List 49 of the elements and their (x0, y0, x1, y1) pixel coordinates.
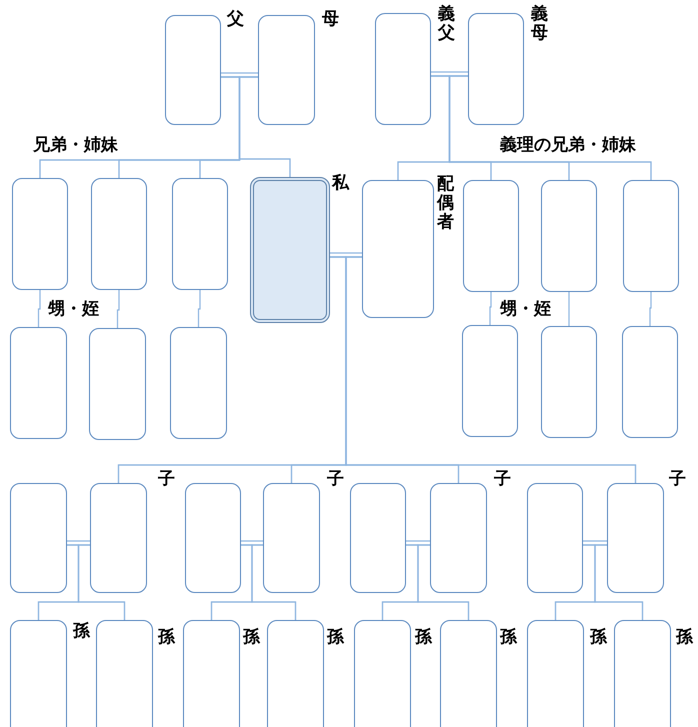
person-box (463, 180, 519, 292)
relation-label: 配偶者 (437, 175, 456, 232)
relation-label: 孫 (676, 628, 693, 647)
person-box (541, 180, 597, 292)
person-box (172, 178, 228, 290)
group-label: 甥・姪 (500, 298, 551, 320)
group-label: 甥・姪 (48, 298, 99, 320)
relation-label: 私 (332, 174, 349, 193)
relation-label: 孫 (415, 628, 432, 647)
relation-label: 父 (227, 10, 244, 29)
relation-label: 子 (158, 470, 175, 489)
relation-label: 孫 (590, 628, 607, 647)
relation-label: 義父 (438, 5, 456, 43)
person-box (12, 178, 68, 290)
relation-label: 孫 (73, 622, 90, 641)
person-box (91, 178, 147, 290)
person-box (527, 483, 583, 593)
connector-line (489, 292, 492, 325)
group-label: 兄弟・姉妹 (33, 134, 118, 156)
connector-line (251, 544, 296, 620)
connector-line (38, 290, 41, 327)
relation-label: 孫 (500, 628, 517, 647)
person-box (10, 483, 67, 593)
person-box (623, 180, 679, 292)
connector-line (417, 544, 470, 620)
relation-label: 母 (322, 10, 339, 29)
connector-line (78, 544, 126, 620)
group-label: 義理の兄弟・姉妹 (500, 134, 636, 156)
connector-line (198, 290, 201, 327)
connector-line (238, 76, 291, 177)
person-box (170, 327, 227, 439)
person-box (541, 326, 597, 438)
person-box (185, 483, 241, 593)
relation-label: 孫 (327, 628, 344, 647)
person-box (622, 326, 678, 438)
relation-label: 孫 (243, 628, 260, 647)
relation-label: 子 (327, 470, 344, 489)
connector-line (116, 290, 120, 328)
person-box (462, 325, 518, 437)
person-box (10, 327, 67, 439)
relation-label: 義母 (531, 5, 549, 43)
connector-line (568, 292, 570, 326)
relation-label: 子 (669, 470, 686, 489)
person-box (89, 328, 146, 440)
connector-line (594, 544, 644, 620)
relation-label: 孫 (158, 628, 175, 647)
connector-line (649, 292, 652, 326)
relation-label: 子 (494, 470, 511, 489)
person-box (350, 483, 406, 593)
